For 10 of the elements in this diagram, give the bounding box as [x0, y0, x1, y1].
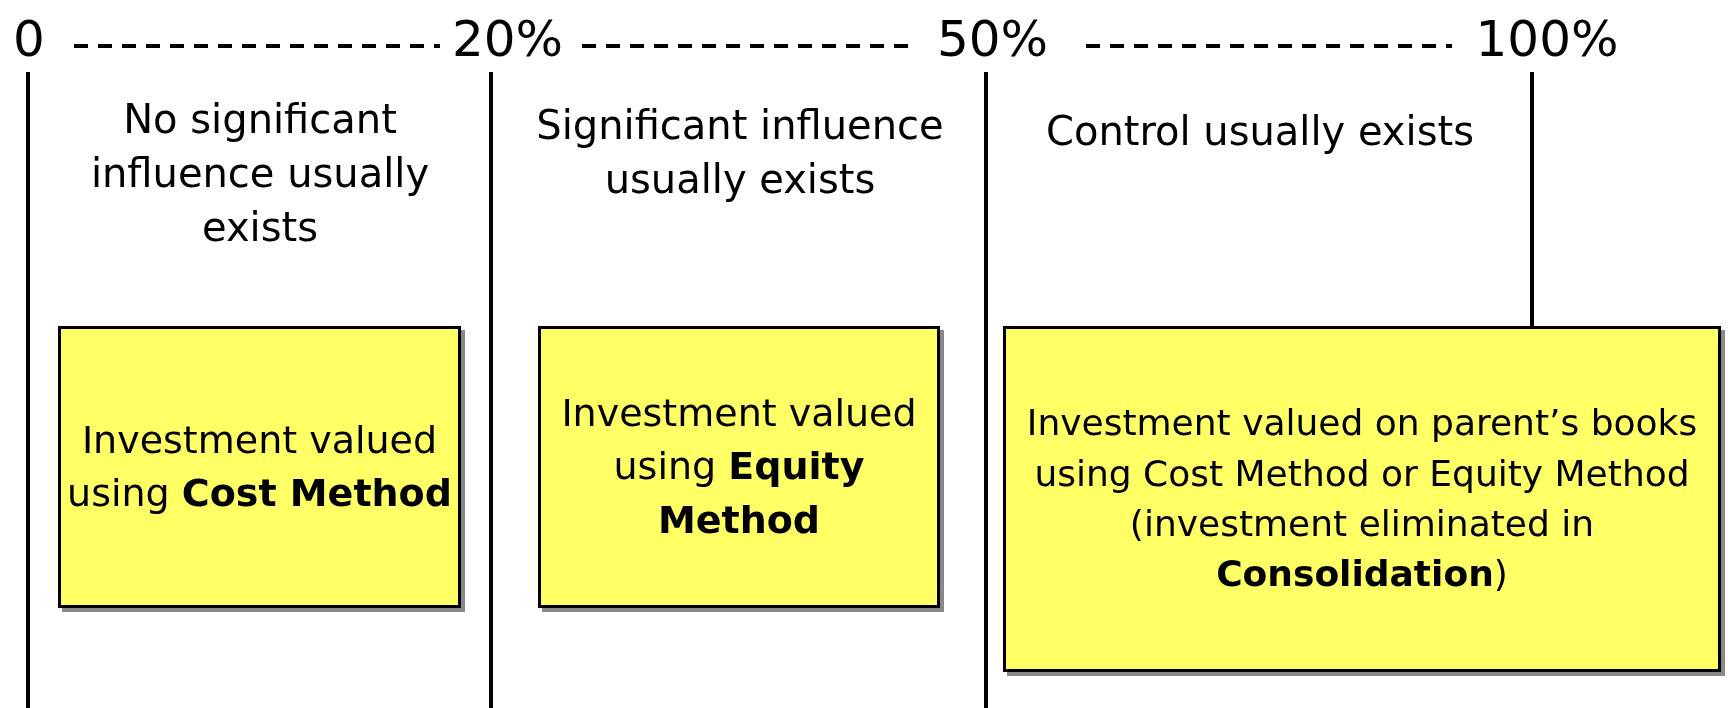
scale-value: 100% — [1474, 12, 1620, 67]
scale-value: 0 — [12, 12, 46, 67]
scale-value: 20% — [450, 12, 565, 67]
range-description: Significant influence usually exists — [535, 101, 945, 204]
scale-value: 50% — [935, 12, 1050, 67]
method-text: Investment valued on parent’s books using Cost Method or Equity Method (investment eliminated in Consolidation) — [1025, 401, 1699, 597]
method-text: Investment valued using Equity Method — [560, 390, 918, 544]
range-description: Control usually exists — [1045, 107, 1475, 156]
range-description: No significant influence usually exists — [89, 95, 431, 252]
method-text: Investment valued using Cost Method — [66, 416, 453, 517]
